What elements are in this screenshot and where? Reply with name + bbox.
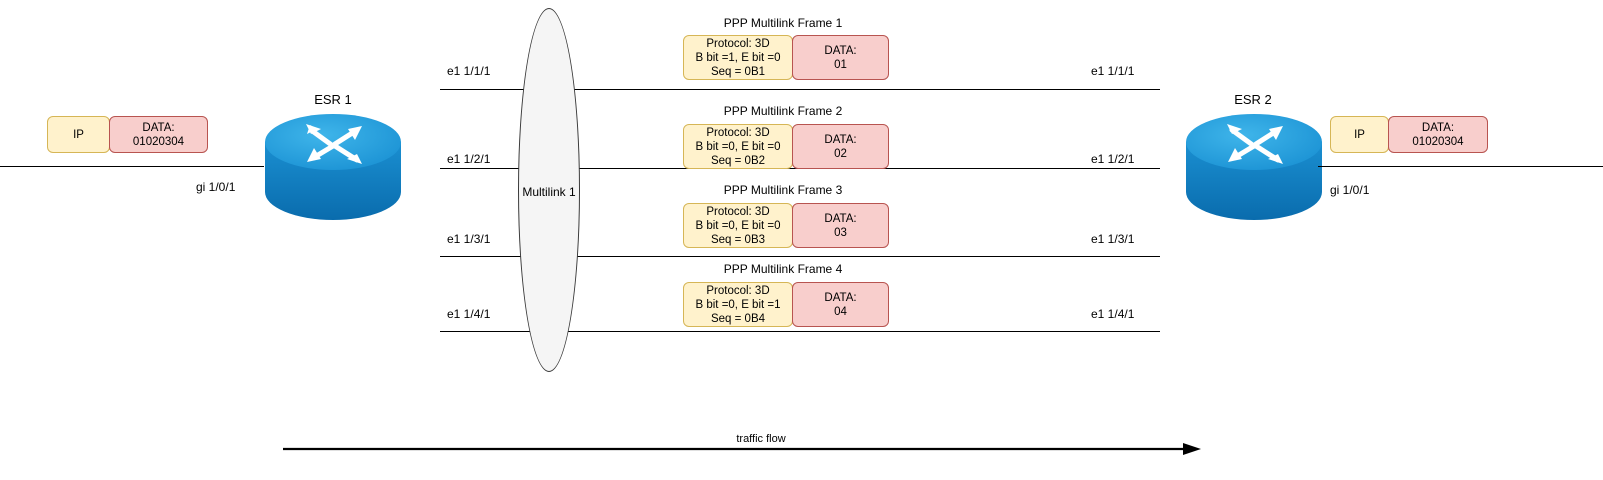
link-line-1 <box>440 89 1160 90</box>
left-access-interface-label: gi 1/0/1 <box>196 180 236 194</box>
frame-2-packet: Protocol: 3D B bit =0, E bit =0 Seq = 0B… <box>683 124 889 169</box>
frame-1-title: PPP Multilink Frame 1 <box>723 16 843 30</box>
traffic-flow-label: traffic flow <box>736 433 786 445</box>
right-ip-data-box: DATA: 01020304 <box>1388 116 1488 153</box>
right-ip-data-label: DATA: <box>1421 121 1455 134</box>
right-ip-packet: IP DATA: 01020304 <box>1330 116 1488 153</box>
left-ip-header-box: IP <box>47 116 110 153</box>
frame-4-header-box: Protocol: 3D B bit =0, E bit =1 Seq = 0B… <box>683 282 793 327</box>
frame-1-data-label: DATA: <box>824 44 857 57</box>
frame-3-data-box: DATA: 03 <box>792 203 889 248</box>
router-esr1-icon <box>265 114 401 220</box>
frame-3-data-label: DATA: <box>824 212 857 225</box>
frame-2-bits: B bit =0, E bit =0 <box>695 140 781 153</box>
frame-1-data-value: 01 <box>834 58 847 71</box>
frame-4-protocol: Protocol: 3D <box>706 284 770 297</box>
router-esr1-name: ESR 1 <box>314 92 352 107</box>
frame-4-data-label: DATA: <box>824 291 857 304</box>
frame-4-data-value: 04 <box>834 305 847 318</box>
frame-4-packet: Protocol: 3D B bit =0, E bit =1 Seq = 0B… <box>683 282 889 327</box>
link-2-left-interface: e1 1/2/1 <box>447 152 491 166</box>
frame-1-bits: B bit =1, E bit =0 <box>695 51 781 64</box>
left-ip-data-value: 01020304 <box>132 135 185 148</box>
left-ip-data-box: DATA: 01020304 <box>109 116 208 153</box>
right-access-line <box>1318 166 1603 167</box>
link-4-right-interface: e1 1/4/1 <box>1091 307 1135 321</box>
left-ip-data-label: DATA: <box>142 121 175 134</box>
router-esr2[interactable] <box>1184 112 1324 222</box>
frame-3-bits: B bit =0, E bit =0 <box>695 219 781 232</box>
multilink-bundle-ellipse <box>518 8 580 372</box>
link-2-right-interface: e1 1/2/1 <box>1091 152 1135 166</box>
frame-1-data-box: DATA: 01 <box>792 35 889 80</box>
router-esr2-icon <box>1186 114 1322 220</box>
traffic-flow-arrow <box>283 443 1201 455</box>
frame-1-packet: Protocol: 3D B bit =1, E bit =0 Seq = 0B… <box>683 35 889 80</box>
right-ip-header-box: IP <box>1330 116 1389 153</box>
link-1-left-interface: e1 1/1/1 <box>447 64 491 78</box>
frame-1-seq: Seq = 0B1 <box>710 65 766 78</box>
left-ip-header-label: IP <box>73 128 84 141</box>
multilink-bundle-label: Multilink 1 <box>522 185 576 199</box>
frame-2-protocol: Protocol: 3D <box>706 126 770 139</box>
left-ip-packet: IP DATA: 01020304 <box>47 116 208 153</box>
frame-2-seq: Seq = 0B2 <box>710 154 766 167</box>
frame-2-data-label: DATA: <box>824 133 857 146</box>
frame-1-protocol: Protocol: 3D <box>706 37 770 50</box>
frame-3-title: PPP Multilink Frame 3 <box>723 183 843 197</box>
frame-4-title: PPP Multilink Frame 4 <box>723 262 843 276</box>
right-ip-header-label: IP <box>1354 128 1365 141</box>
link-1-right-interface: e1 1/1/1 <box>1091 64 1135 78</box>
link-line-3 <box>440 256 1160 257</box>
frame-2-data-value: 02 <box>834 147 847 160</box>
frame-3-data-value: 03 <box>834 226 847 239</box>
frame-2-header-box: Protocol: 3D B bit =0, E bit =0 Seq = 0B… <box>683 124 793 169</box>
frame-4-bits: B bit =0, E bit =1 <box>695 298 781 311</box>
link-3-left-interface: e1 1/3/1 <box>447 232 491 246</box>
link-line-4 <box>440 331 1160 332</box>
link-3-right-interface: e1 1/3/1 <box>1091 232 1135 246</box>
link-4-left-interface: e1 1/4/1 <box>447 307 491 321</box>
frame-4-seq: Seq = 0B4 <box>710 312 766 325</box>
frame-2-title: PPP Multilink Frame 2 <box>723 104 843 118</box>
left-access-line <box>0 166 264 167</box>
right-ip-data-value: 01020304 <box>1412 135 1464 148</box>
router-esr1[interactable] <box>263 112 403 222</box>
frame-2-data-box: DATA: 02 <box>792 124 889 169</box>
router-esr2-name: ESR 2 <box>1234 92 1272 107</box>
frame-1-header-box: Protocol: 3D B bit =1, E bit =0 Seq = 0B… <box>683 35 793 80</box>
frame-3-protocol: Protocol: 3D <box>706 205 770 218</box>
right-access-interface-label: gi 1/0/1 <box>1330 183 1370 197</box>
frame-3-seq: Seq = 0B3 <box>710 233 766 246</box>
frame-4-data-box: DATA: 04 <box>792 282 889 327</box>
frame-3-packet: Protocol: 3D B bit =0, E bit =0 Seq = 0B… <box>683 203 889 248</box>
frame-3-header-box: Protocol: 3D B bit =0, E bit =0 Seq = 0B… <box>683 203 793 248</box>
